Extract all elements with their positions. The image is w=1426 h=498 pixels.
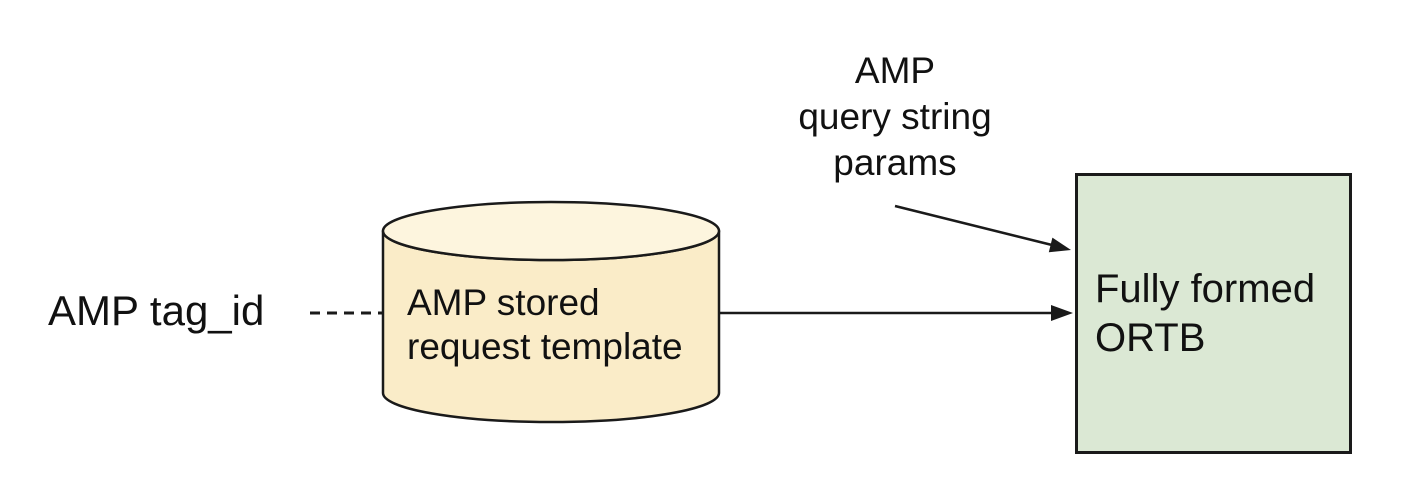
arrow-queryparams-to-ortb-line (894, 204, 1053, 247)
cylinder-top-ellipse (381, 200, 721, 262)
arrow-cylinder-to-ortb-head (1051, 305, 1073, 321)
ortb-box: Fully formed ORTB (1075, 173, 1352, 454)
ortb-box-label: Fully formed ORTB (1095, 266, 1316, 360)
arrow-queryparams-to-ortb-head (1048, 237, 1071, 253)
cylinder-label: AMP stored request template (407, 282, 683, 367)
query-string-params-label: AMP query string params (798, 50, 992, 183)
amp-tag-id-label: AMP tag_id (48, 287, 265, 334)
